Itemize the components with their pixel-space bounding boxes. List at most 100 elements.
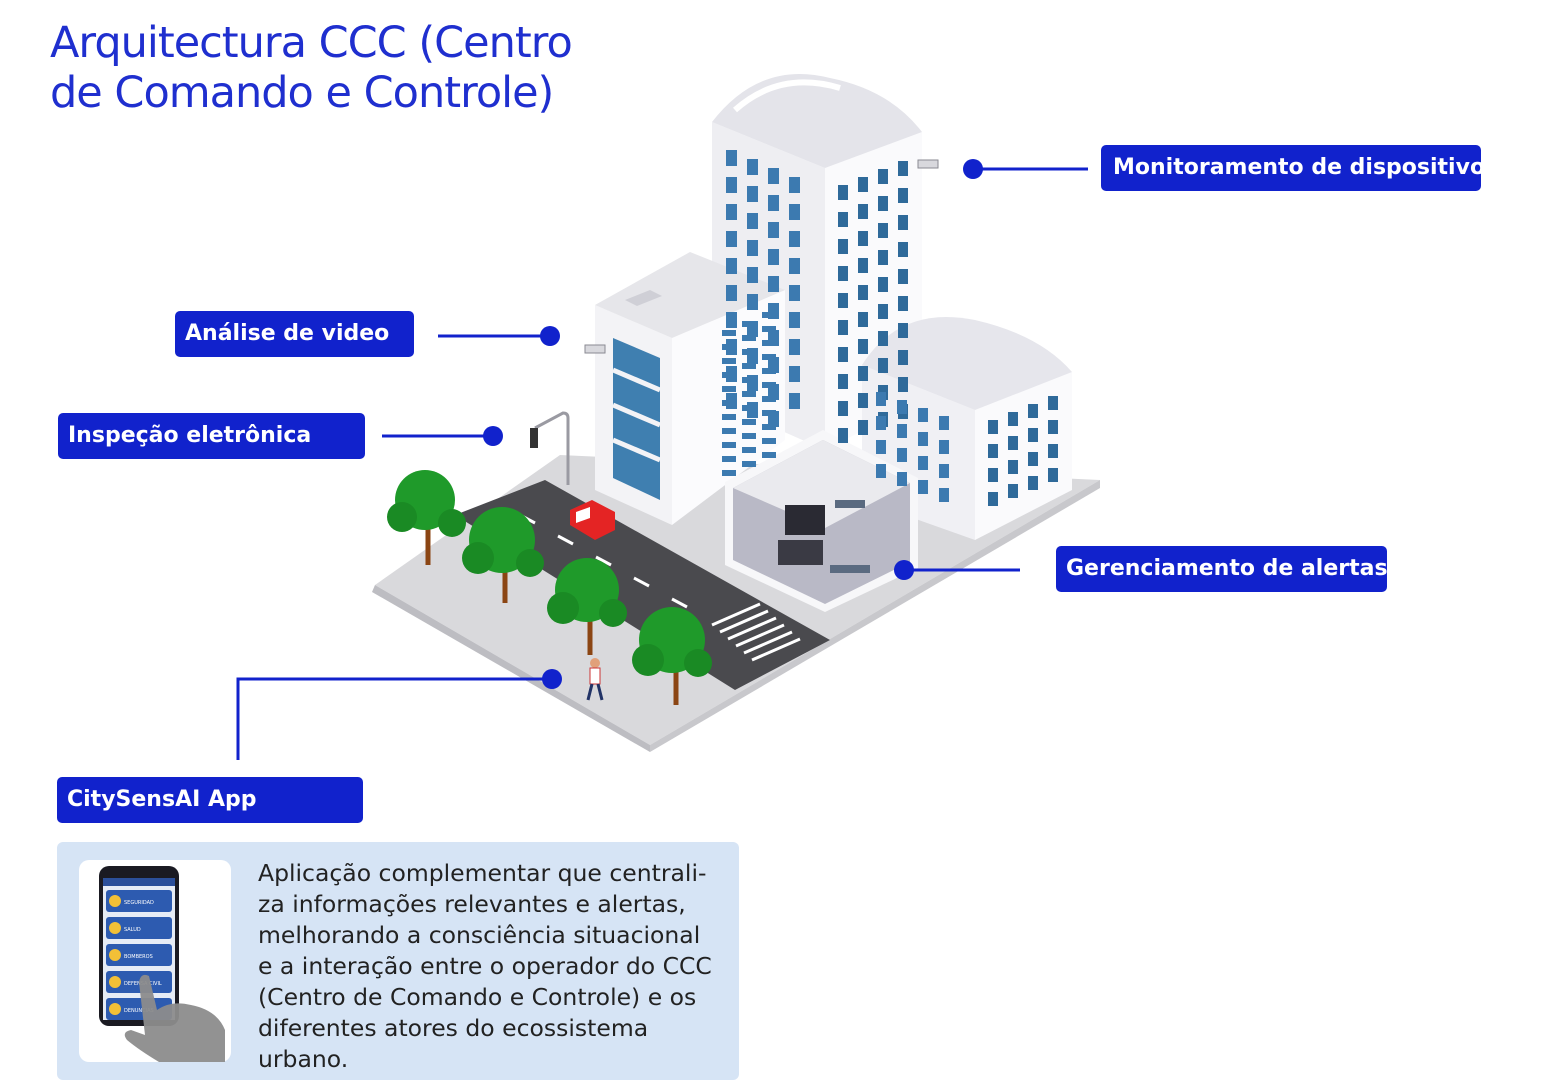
window <box>878 331 888 346</box>
phone-menu-item <box>106 944 172 966</box>
window <box>742 405 756 411</box>
window <box>726 150 737 166</box>
window <box>762 326 776 332</box>
window <box>838 374 848 389</box>
description-line: urbano. <box>258 1045 349 1073</box>
monitoring-dot <box>963 159 983 179</box>
window <box>876 392 886 406</box>
phone-illustration-box: SEGURIDADSALUDBOMBEROSDEFENSA CIVILDENUN… <box>79 860 231 1062</box>
window <box>768 357 779 373</box>
alerts-label: Gerenciamento de alertas <box>1056 546 1388 592</box>
trees <box>387 470 712 705</box>
title-line-2: de Comando e Controle) <box>50 68 554 118</box>
phone-menu-item <box>106 890 172 912</box>
phone-menu-label: BOMBEROS <box>124 954 153 960</box>
window <box>838 293 848 308</box>
window <box>742 335 756 341</box>
window <box>878 196 888 211</box>
window <box>747 267 758 283</box>
window <box>762 312 776 318</box>
window <box>726 312 737 328</box>
window <box>918 456 928 470</box>
title-line-1: Arquitectura CCC (Centro <box>50 18 573 68</box>
window <box>1048 468 1058 482</box>
window <box>898 323 908 338</box>
window <box>838 266 848 281</box>
window <box>1008 484 1018 498</box>
description-line: melhorando a consciência situacional <box>258 921 701 949</box>
window <box>939 416 949 430</box>
window <box>878 223 888 238</box>
window <box>878 277 888 292</box>
window <box>722 428 736 434</box>
window <box>789 204 800 220</box>
window <box>747 213 758 229</box>
window <box>789 339 800 355</box>
window <box>722 470 736 476</box>
window <box>878 250 888 265</box>
ambulance <box>570 500 615 540</box>
window <box>988 468 998 482</box>
traffic-light <box>530 411 570 485</box>
window <box>898 296 908 311</box>
window <box>898 215 908 230</box>
app-label: CitySensAI App <box>57 777 363 823</box>
window <box>742 349 756 355</box>
phone-menu-item <box>106 917 172 939</box>
window <box>858 231 868 246</box>
alerts-dot <box>894 560 914 580</box>
window <box>898 269 908 284</box>
window <box>726 177 737 193</box>
window <box>858 204 868 219</box>
window <box>918 432 928 446</box>
window <box>722 442 736 448</box>
window <box>742 419 756 425</box>
window <box>789 393 800 409</box>
description-line: e a interação entre o operador do CCC <box>258 952 712 980</box>
window <box>789 231 800 247</box>
window <box>1048 444 1058 458</box>
phone-menu-icon <box>109 895 121 907</box>
window <box>747 159 758 175</box>
window <box>722 330 736 336</box>
window <box>898 161 908 176</box>
window <box>789 177 800 193</box>
window <box>838 185 848 200</box>
window <box>722 386 736 392</box>
window <box>858 339 868 354</box>
window <box>918 408 928 422</box>
window <box>858 393 868 408</box>
window <box>722 414 736 420</box>
window <box>722 344 736 350</box>
window <box>722 358 736 364</box>
app-dot <box>542 669 562 689</box>
video-analysis-label: Análise de video <box>175 311 414 357</box>
window <box>988 444 998 458</box>
window <box>939 440 949 454</box>
window <box>898 242 908 257</box>
window <box>726 231 737 247</box>
description-line: za informações relevantes e alertas, <box>258 890 686 918</box>
window <box>768 249 779 265</box>
window <box>858 366 868 381</box>
window <box>722 372 736 378</box>
window <box>838 212 848 227</box>
window <box>726 204 737 220</box>
window <box>1028 476 1038 490</box>
window <box>768 276 779 292</box>
description-line: Aplicação complementar que centrali- <box>258 859 707 887</box>
window <box>897 424 907 438</box>
window <box>838 239 848 254</box>
pedestrian <box>586 658 604 701</box>
window <box>768 330 779 346</box>
window <box>876 416 886 430</box>
phone-menu-icon <box>109 1003 121 1015</box>
window <box>722 400 736 406</box>
window <box>762 424 776 430</box>
inspection-dot <box>483 426 503 446</box>
phone-menu-icon <box>109 976 121 988</box>
window <box>768 384 779 400</box>
window <box>762 396 776 402</box>
